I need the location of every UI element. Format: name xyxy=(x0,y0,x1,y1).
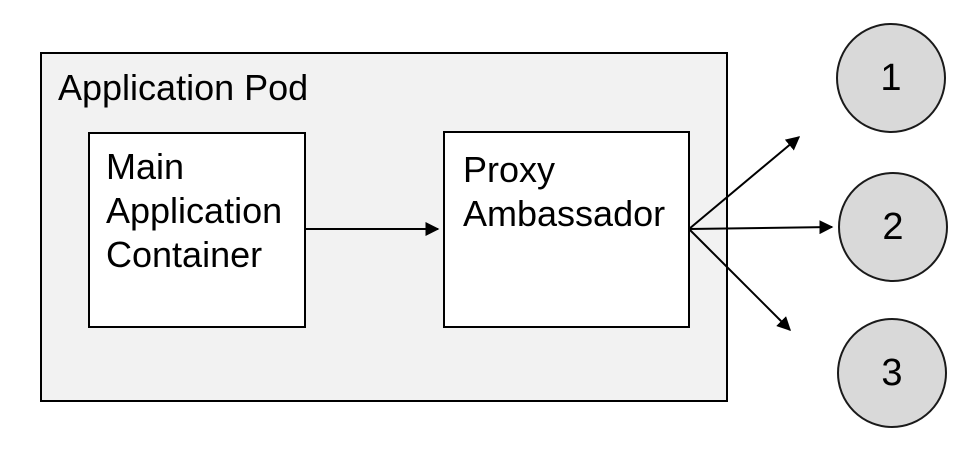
main-application-container-label: Main Application Container xyxy=(106,146,283,275)
proxy-ambassador-label: Proxy Ambassador xyxy=(463,149,666,234)
main-application-container-box: Main Application Container xyxy=(88,132,306,328)
endpoint-1-label: 1 xyxy=(880,57,902,99)
endpoint-circle-1: 1 xyxy=(836,23,946,133)
application-pod-label: Application Pod xyxy=(58,67,309,108)
endpoint-circle-3: 3 xyxy=(837,318,947,428)
endpoint-3-label: 3 xyxy=(881,352,903,394)
endpoint-circle-2: 2 xyxy=(838,172,948,282)
proxy-ambassador-box: Proxy Ambassador xyxy=(443,131,690,328)
endpoint-2-label: 2 xyxy=(882,206,904,248)
